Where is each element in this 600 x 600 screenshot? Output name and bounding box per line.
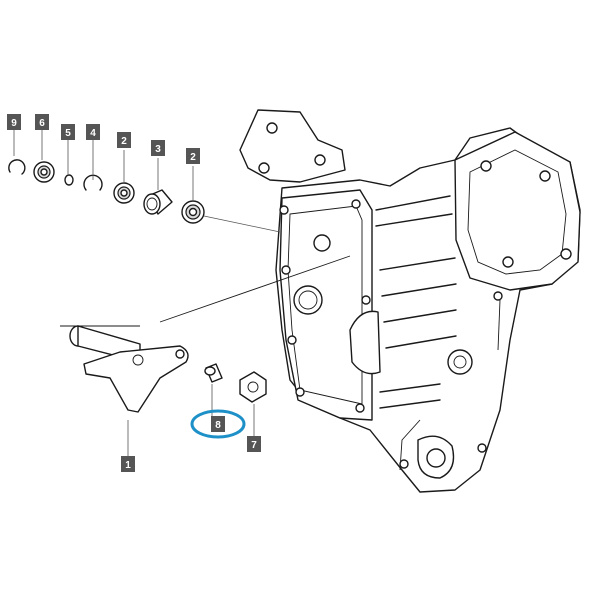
part-5-ring [64,174,74,186]
callout-6: 6 [35,114,49,130]
callout-7-label: 7 [251,440,257,451]
leader-lines [13,130,255,456]
part-1-lever-shaft [60,255,351,413]
part-7-nut [239,371,267,403]
callout-6-label: 6 [39,118,45,129]
part-2-bearing-a [113,182,135,204]
callout-7: 7 [247,436,261,452]
highlight-ring-part-8 [190,409,246,439]
callout-4-label: 4 [90,128,96,139]
callout-4: 4 [86,124,100,140]
callout-2b-label: 2 [190,152,196,163]
part-9-circlip [8,159,26,175]
callout-9: 9 [7,114,21,130]
callout-9-label: 9 [11,118,17,129]
callout-3: 3 [151,140,165,156]
callout-3-label: 3 [155,144,161,155]
callout-1-label: 1 [125,460,131,471]
callout-2a: 2 [117,132,131,148]
callout-5: 5 [61,124,75,140]
callout-8-label: 8 [215,420,221,431]
callout-1: 1 [121,456,135,472]
gearbox-housing [239,109,581,493]
shaft-parts-row [8,159,281,233]
callout-2a-label: 2 [121,136,127,147]
part-8-pin [204,363,223,383]
part-2-bearing-b [181,200,205,224]
callout-8: 8 [211,416,225,432]
part-3-bushing [143,189,173,215]
callout-2b: 2 [186,148,200,164]
callout-5-label: 5 [65,128,71,139]
part-6-bearing [33,161,55,183]
